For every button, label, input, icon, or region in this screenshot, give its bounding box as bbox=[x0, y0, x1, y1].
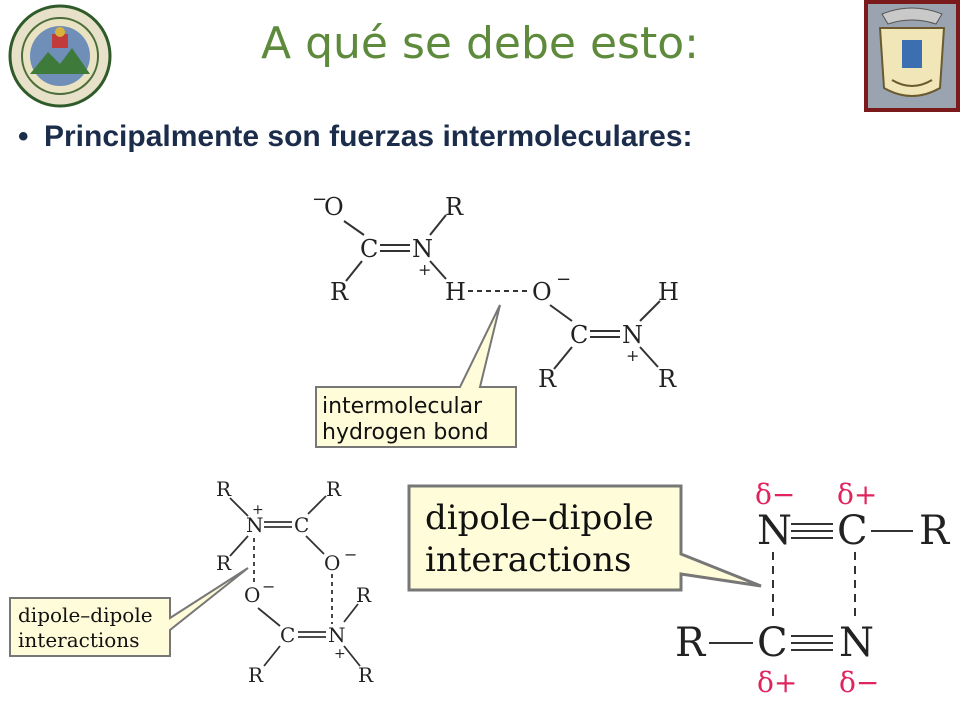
slide-title: A qué se debe esto: bbox=[261, 18, 699, 69]
university-seal-logo bbox=[8, 4, 112, 108]
atom-o2-charge: − bbox=[556, 269, 571, 290]
atom-r2: R bbox=[330, 278, 349, 306]
atom-c-bottom: C bbox=[757, 620, 788, 666]
atom-na: N bbox=[246, 513, 264, 537]
atom-r4: R bbox=[658, 365, 677, 393]
atom-o1-charge: − bbox=[312, 189, 327, 210]
atom-oa: O bbox=[244, 583, 260, 607]
atom-ra: R bbox=[216, 477, 232, 501]
atom-ob: O bbox=[324, 551, 340, 575]
atom-rf: R bbox=[358, 663, 374, 687]
atom-rb: R bbox=[326, 477, 342, 501]
hydrogen-bond-diagram: − O R C N + R H O − H C N + R R bbox=[312, 189, 679, 448]
atom-re: R bbox=[248, 663, 264, 687]
dipole-dipole-large-diagram: dipole–dipole interactions δ− δ+ δ+ δ− N… bbox=[407, 478, 951, 699]
atom-n1: N bbox=[412, 235, 433, 263]
hbond-label-line2: hydrogen bond bbox=[322, 420, 489, 445]
bullet-text: Principalmente son fuerzas intermolecula… bbox=[44, 120, 693, 153]
atom-n2: N bbox=[622, 321, 643, 349]
atom-cb: C bbox=[280, 623, 295, 647]
atom-o1: O bbox=[324, 193, 344, 221]
faculty-crest-logo bbox=[864, 0, 960, 112]
atom-rc: R bbox=[216, 551, 232, 575]
atom-rd: R bbox=[356, 583, 372, 607]
atom-h2: H bbox=[658, 278, 679, 306]
atom-c1: C bbox=[360, 235, 378, 263]
atom-n1-charge: + bbox=[418, 260, 431, 279]
atom-r-top: R bbox=[919, 508, 951, 554]
partial-charge-minus-top: δ− bbox=[755, 478, 795, 511]
atom-n2-charge: + bbox=[626, 346, 639, 365]
atom-nb: N bbox=[328, 623, 346, 647]
atom-nb-charge: + bbox=[334, 646, 346, 662]
atom-na-charge: + bbox=[252, 502, 264, 518]
large-dipole-label-line1: dipole–dipole bbox=[425, 498, 654, 538]
atom-r3: R bbox=[538, 365, 557, 393]
partial-charge-plus-top: δ+ bbox=[837, 478, 877, 511]
bullet-item: • Principalmente son fuerzas intermolecul… bbox=[18, 120, 693, 154]
atom-c2: C bbox=[570, 321, 588, 349]
hbond-callout bbox=[315, 304, 517, 448]
atom-c-top: C bbox=[837, 508, 868, 554]
small-dipole-label-line2: interactions bbox=[18, 628, 139, 652]
large-dipole-label-line2: interactions bbox=[425, 540, 631, 580]
atom-o2: O bbox=[532, 278, 552, 306]
partial-charge-minus-bottom: δ− bbox=[839, 666, 879, 699]
atom-oa-charge: − bbox=[262, 577, 275, 596]
bullet-marker: • bbox=[18, 120, 29, 153]
small-dipole-label-line1: dipole–dipole bbox=[18, 603, 153, 627]
large-dipole-callout bbox=[407, 484, 762, 592]
hbond-label-line1: intermolecular bbox=[322, 394, 483, 419]
atom-r-bottom: R bbox=[675, 620, 707, 666]
atom-r1: R bbox=[445, 193, 464, 221]
dipole-dipole-small-diagram: R R + N C R O − O − R C N + R R bbox=[9, 477, 374, 687]
atom-ob-charge: − bbox=[344, 545, 357, 564]
atom-h1: H bbox=[445, 278, 466, 306]
small-dipole-callout bbox=[9, 567, 249, 657]
atom-n-top: N bbox=[757, 508, 792, 554]
atom-n-bottom: N bbox=[839, 620, 874, 666]
atom-ca: C bbox=[294, 513, 309, 537]
partial-charge-plus-bottom: δ+ bbox=[757, 666, 797, 699]
